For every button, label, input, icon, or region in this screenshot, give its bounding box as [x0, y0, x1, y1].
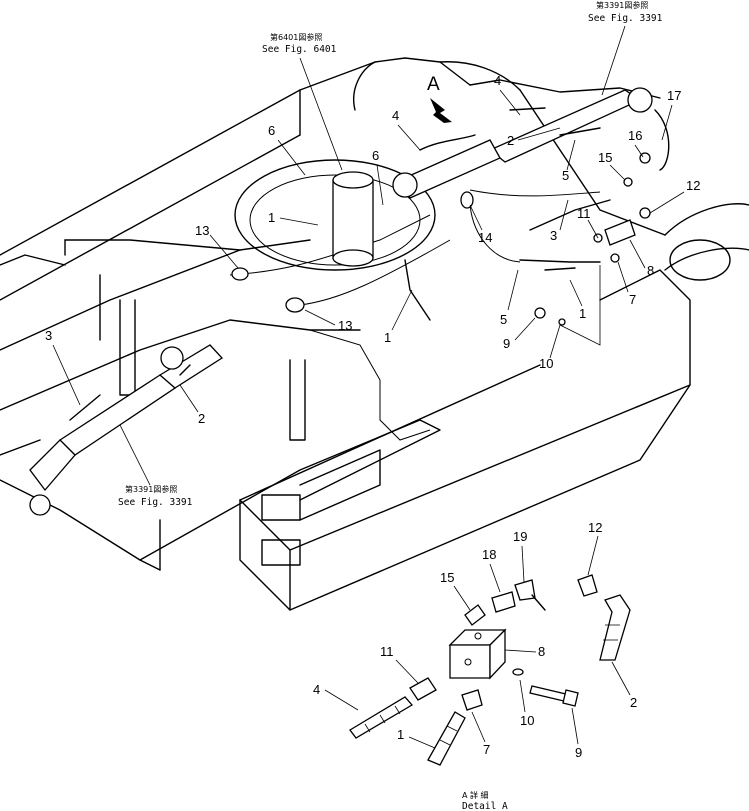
svg-text:12: 12: [588, 520, 602, 535]
svg-text:2: 2: [507, 133, 514, 148]
detail-a-assembly: [349, 574, 631, 766]
svg-text:10: 10: [539, 356, 553, 371]
svg-text:14: 14: [478, 230, 492, 245]
svg-text:4: 4: [494, 73, 501, 88]
svg-text:9: 9: [503, 336, 510, 351]
svg-text:11: 11: [577, 206, 591, 221]
svg-text:2: 2: [198, 411, 205, 426]
valve-block-main: [534, 109, 670, 326]
svg-text:第6401図参照: 第6401図参照: [270, 32, 322, 42]
svg-text:1: 1: [579, 306, 586, 321]
svg-text:8: 8: [538, 644, 545, 659]
boom-frame: [0, 57, 749, 611]
svg-text:第3391図参照: 第3391図参照: [125, 484, 177, 494]
grommet-14: [460, 191, 474, 209]
svg-text:5: 5: [562, 168, 569, 183]
upper-cylinder: [392, 87, 653, 199]
svg-text:See Fig. 6401: See Fig. 6401: [262, 44, 337, 55]
svg-text:3: 3: [45, 328, 52, 343]
svg-text:15: 15: [598, 150, 612, 165]
svg-text:2: 2: [630, 695, 637, 710]
svg-text:7: 7: [629, 292, 636, 307]
svg-text:15: 15: [440, 570, 454, 585]
svg-text:9: 9: [575, 745, 582, 760]
svg-text:1: 1: [397, 727, 404, 742]
svg-text:1: 1: [268, 210, 275, 225]
svg-text:7: 7: [483, 742, 490, 757]
svg-text:See Fig. 3391: See Fig. 3391: [588, 13, 663, 24]
cross-ref-3391-top: 第3391図参照 See Fig. 3391: [588, 0, 663, 96]
svg-text:6: 6: [268, 123, 275, 138]
view-label: A: [427, 74, 440, 95]
svg-text:8: 8: [647, 263, 654, 278]
svg-text:13: 13: [195, 223, 209, 238]
svg-text:4: 4: [313, 682, 320, 697]
grommet-13-upper: [231, 267, 249, 281]
cross-ref-6401: 第6401図参照 See Fig. 6401: [262, 32, 343, 171]
svg-text:A 詳 細: A 詳 細: [462, 790, 489, 800]
svg-text:13: 13: [338, 318, 352, 333]
svg-text:11: 11: [380, 644, 394, 659]
svg-text:12: 12: [686, 178, 700, 193]
svg-text:4: 4: [392, 108, 399, 123]
view-arrow: [430, 98, 452, 123]
detail-caption: A 詳 細 Detail A: [462, 790, 508, 811]
svg-text:18: 18: [482, 547, 496, 562]
svg-text:See Fig. 3391: See Fig. 3391: [118, 497, 193, 508]
svg-text:1: 1: [384, 330, 391, 345]
lower-cylinder: [29, 344, 224, 516]
svg-text:3: 3: [550, 228, 557, 243]
svg-text:5: 5: [500, 312, 507, 327]
swivel-joint: [332, 171, 374, 267]
svg-text:第3391図参照: 第3391図参照: [596, 0, 648, 10]
svg-text:10: 10: [520, 713, 534, 728]
svg-text:16: 16: [628, 128, 642, 143]
svg-text:6: 6: [372, 148, 379, 163]
svg-text:19: 19: [513, 529, 527, 544]
callouts-main: 6 1 6 13 4 4 2 5 14 3 11 12 15 16 17 8 7…: [45, 73, 700, 426]
callouts-detail: 15 18 19 12 11 8 4 1 7 10 9 2: [313, 520, 637, 760]
svg-text:17: 17: [667, 88, 681, 103]
cross-ref-3391-bottom: 第3391図参照 See Fig. 3391: [118, 424, 193, 508]
grommet-13-lower: [285, 297, 305, 313]
svg-text:Detail A: Detail A: [462, 801, 508, 811]
